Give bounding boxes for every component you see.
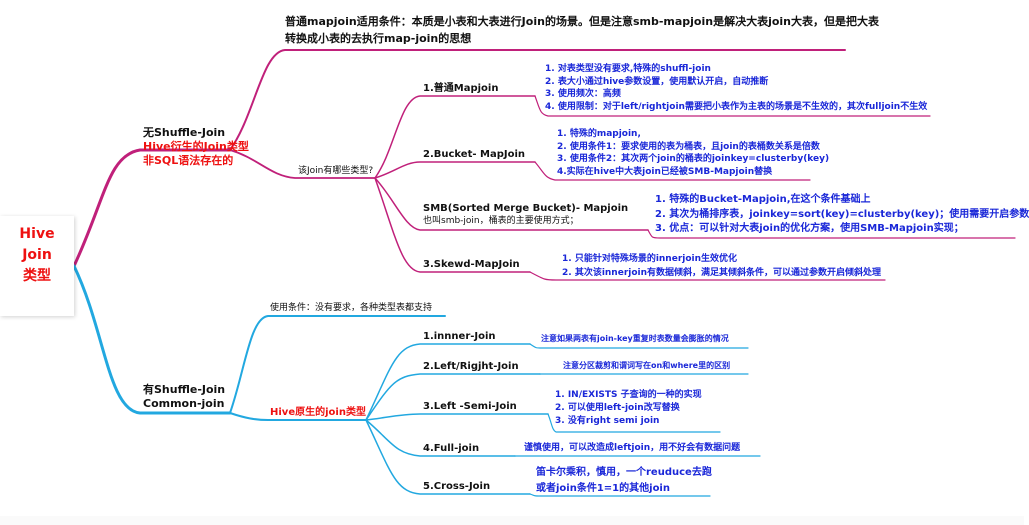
connector-to-bucket [374,161,536,179]
list-item: 2. 可以使用left-join改写替换 [555,403,680,413]
list-item: 2. 其次为桶排序表，joinkey=sort(key)=clusterby(k… [655,208,1029,220]
no-shuffle-title[interactable]: 无Shuffle-Join [143,126,226,139]
connector-to-skewd [374,177,531,273]
connector-to-full [365,419,516,457]
connector-to-left-right [365,373,541,421]
list-item: 2. 其次该innerjoin有数据倾斜，满足其倾斜条件，可以通过参数开启倾斜处… [562,268,882,278]
connector-to-semi [365,413,549,421]
join-left-right[interactable]: 2.Left/Rigjht-Join [423,361,519,372]
shuffle-condition: 使用条件：没有要求，各种类型表都支持 [270,303,433,313]
connector-lower-condition [229,315,446,414]
list-item: 3. 优点：可以针对大表join的优化方案，使用SMB-Mapjoin实现； [655,223,964,234]
smb-mapjoin-notes: 1. 特殊的Bucket-Mapjoin,在这个条件基础上 2. 其次为桶排序表… [655,193,1029,237]
top-note-line-1: 普通mapjoin适用条件：本质是小表和大表进行Join的场景。但是注意smb-… [285,15,880,28]
connector-semi-note [547,413,721,433]
type-smb-mapjoin[interactable]: SMB(Sorted Merge Bucket)- Mapjoin [423,203,629,214]
connector-skewd-notes [529,271,886,281]
type-bucket-mapjoin[interactable]: 2.Bucket- MapJoin [423,149,525,160]
list-item: 2. 使用条件1：要求使用的表为桶表，且join的表桶数关系是倍数 [557,141,820,152]
type-skewd-mapjoin[interactable]: 3.Skewd-MapJoin [423,259,520,270]
list-item: 1. 特殊的mapjoin, [557,129,641,139]
join-types-question[interactable]: 该Join有哪些类型? [298,166,374,176]
root-node[interactable]: Hive Join 类型 [0,216,74,316]
connector-bucket-notes [534,161,811,181]
bottom-status-bar [0,516,1024,525]
connector-to-inner [365,343,531,421]
normal-mapjoin-notes: 1. 对表类型没有要求,特殊的shuffl-join 2. 表大小通过hive参… [545,63,927,113]
bucket-mapjoin-notes: 1. 特殊的mapjoin, 2. 使用条件1：要求使用的表为桶表，且join的… [557,128,829,178]
hive-native-join-label[interactable]: Hive原生的join类型 [270,407,366,418]
shuffle-title-1[interactable]: 有Shuffle-Join [143,383,226,396]
smb-mapjoin-sub: 也叫smb-join，桶表的主要使用方式； [423,216,579,226]
connector-lower-native [229,412,367,421]
connector-smb-notes [647,229,1016,239]
list-item: 1. 只能针对特殊场景的innerjoin生效优化 [562,254,738,264]
join-full-note: 谨慎使用，可以改造成leftjoin，用不好会有数据问题 [524,443,741,453]
list-item: 1. 特殊的Bucket-Mapjoin,在这个条件基础上 [655,194,871,205]
list-item: 3. 使用频次：高频 [545,89,621,99]
type-normal-mapjoin[interactable]: 1.普通Mapjoin [423,83,499,94]
join-cross-note-2: 或者join条件1=1的其他join [536,483,670,494]
connector-inner-note [529,343,749,349]
connector-cross-note [529,493,711,497]
join-cross[interactable]: 5.Cross-Join [423,481,491,492]
shuffle-title-2: Common-join [143,397,225,410]
join-inner[interactable]: 1.innner-Join [423,331,496,342]
connector-to-cross [365,419,531,495]
list-item: 3. 没有right semi join [555,416,660,426]
join-left-right-note: 注意分区裁剪和谓词写在on和where里的区别 [563,361,731,370]
no-shuffle-subtitle-1: Hive衍生的Join类型 [143,140,249,153]
connector-to-smb [374,177,649,231]
connector-upper-question [229,149,376,179]
no-shuffle-subtitle-2: 非SQL语法存在的 [143,154,234,167]
connector-upper-top-note [229,49,846,151]
join-left-semi-notes: 1. IN/EXISTS 子查询的一种的实现 2. 可以使用left-join改… [555,389,702,428]
top-note-line-2: 转换成小表的去执行map-join的思想 [285,32,472,45]
join-full[interactable]: 4.Full-join [423,443,480,454]
root-line-3: 类型 [23,268,51,284]
list-item: 4. 使用限制：对于left/rightjoin需要把小表作为主表的场景是不生效… [545,101,928,112]
root-line-2: Join [22,247,52,263]
connector-mapjoin-notes [534,95,931,117]
join-left-semi[interactable]: 3.Left -Semi-Join [423,401,517,412]
connector-root-upper [72,148,232,268]
list-item: 2. 表大小通过hive参数设置，使用默认开启，自动推断 [545,76,769,87]
skewd-mapjoin-notes: 1. 只能针对特殊场景的innerjoin生效优化 2. 其次该innerjoi… [562,252,881,280]
list-item: 4.实际在hive中大表join已经被SMB-Mapjoin替换 [557,166,773,177]
list-item: 1. 对表类型没有要求,特殊的shuffl-join [545,64,711,74]
join-cross-note-1: 笛卡尔乘积，慎用，一个reuduce去跑 [536,467,712,478]
connector-to-mapjoin [374,95,536,179]
list-item: 3. 使用条件2：其次两个join的桶表的joinkey=clusterby(k… [557,154,830,164]
root-line-1: Hive [19,226,55,242]
join-inner-note: 注意如果两表有join-key重复时表数量会膨胀的情况 [541,334,729,343]
connector-root-lower [72,264,232,415]
list-item: 1. IN/EXISTS 子查询的一种的实现 [555,390,702,400]
